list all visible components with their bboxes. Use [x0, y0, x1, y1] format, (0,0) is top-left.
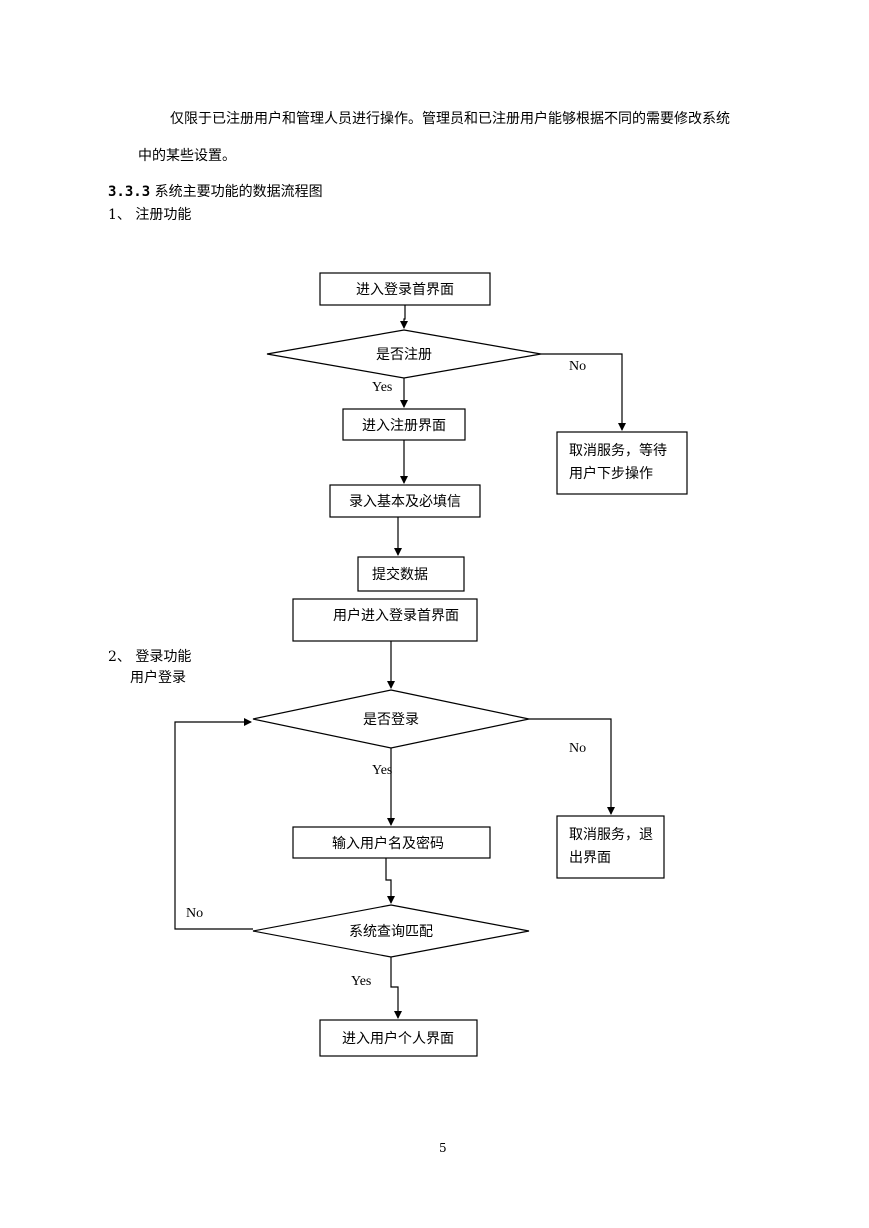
- flow1-submit-box: [357, 556, 465, 592]
- section-number: 3.3.3: [108, 184, 151, 200]
- flow1-yes-label: Yes: [372, 380, 392, 395]
- flow1-cancel-line1: 取消服务，等待: [569, 442, 667, 459]
- flow1-start-label: 进入登录首界面: [356, 282, 454, 298]
- flow1-register-box: [342, 408, 466, 441]
- flow2-match-no-label: No: [186, 906, 203, 921]
- item-2-label: 2、 登录功能: [108, 649, 192, 665]
- flow1-decision-label: 是否注册: [376, 347, 432, 363]
- flow1-input-box: [329, 484, 481, 518]
- section-heading: 3.3.3 系统主要功能的数据流程图: [108, 183, 323, 201]
- paragraph-line-2: 中的某些设置。: [138, 148, 236, 164]
- flow2-decision-label: 是否登录: [363, 712, 419, 728]
- flow2-cancel-line2: 出界面: [569, 850, 611, 866]
- flow2-input-label: 输入用户名及密码: [332, 835, 444, 852]
- flow1-end-label: 用户进入登录首界面: [333, 607, 459, 624]
- flow2: 是否登录 No 取消服务，退 出界面 Yes 输入用户名及密码 系统查询匹配 N…: [174, 641, 665, 1057]
- flow1-submit-label: 提交数据: [372, 566, 428, 583]
- flow2-match-yes-arrow: [390, 957, 402, 1019]
- section-title: 系统主要功能的数据流程图: [154, 184, 323, 200]
- flow1: 进入登录首界面 是否注册 Yes No 进入注册界面 取消服务，等待 用户下步操…: [266, 272, 688, 642]
- flow2-match-yes-label: Yes: [351, 974, 371, 989]
- flow2-personal-label: 进入用户个人界面: [342, 1030, 454, 1047]
- flow1-input-label: 录入基本及必填信: [349, 493, 461, 510]
- flow2-no-label: No: [569, 741, 586, 756]
- flow2-cancel-line1: 取消服务，退: [569, 827, 653, 843]
- flow1-no-arrow: [541, 353, 626, 431]
- flow1-start-box: [319, 272, 491, 306]
- flow2-personal-box: [319, 1019, 478, 1057]
- paragraph-line-1: 仅限于已注册用户和管理人员进行操作。管理员和已注册用户能够根据不同的需要修改系统: [170, 111, 730, 127]
- flow1-cancel-box: [556, 431, 688, 495]
- item-2-sublabel: 用户登录: [130, 670, 186, 686]
- flow2-input-box: [292, 826, 491, 859]
- flow2-no-arrow: [529, 718, 615, 815]
- flow1-cancel-line2: 用户下步操作: [569, 465, 653, 482]
- flow2-cancel-box: [556, 815, 665, 879]
- flow1-end-box: [292, 598, 478, 642]
- flow2-match-label: 系统查询匹配: [349, 924, 433, 940]
- flow2-match-no-loop-arrow: [174, 718, 253, 930]
- page-number: 5: [439, 1141, 447, 1155]
- item-1-label: 1、 注册功能: [108, 207, 192, 223]
- flow1-no-label: No: [569, 359, 586, 374]
- flow2-input-to-match-arrow: [385, 858, 395, 904]
- flow2-yes-label: Yes: [372, 763, 392, 778]
- flow1-register-label: 进入注册界面: [362, 418, 446, 434]
- flow1-start-to-decision-arrow: [400, 305, 408, 329]
